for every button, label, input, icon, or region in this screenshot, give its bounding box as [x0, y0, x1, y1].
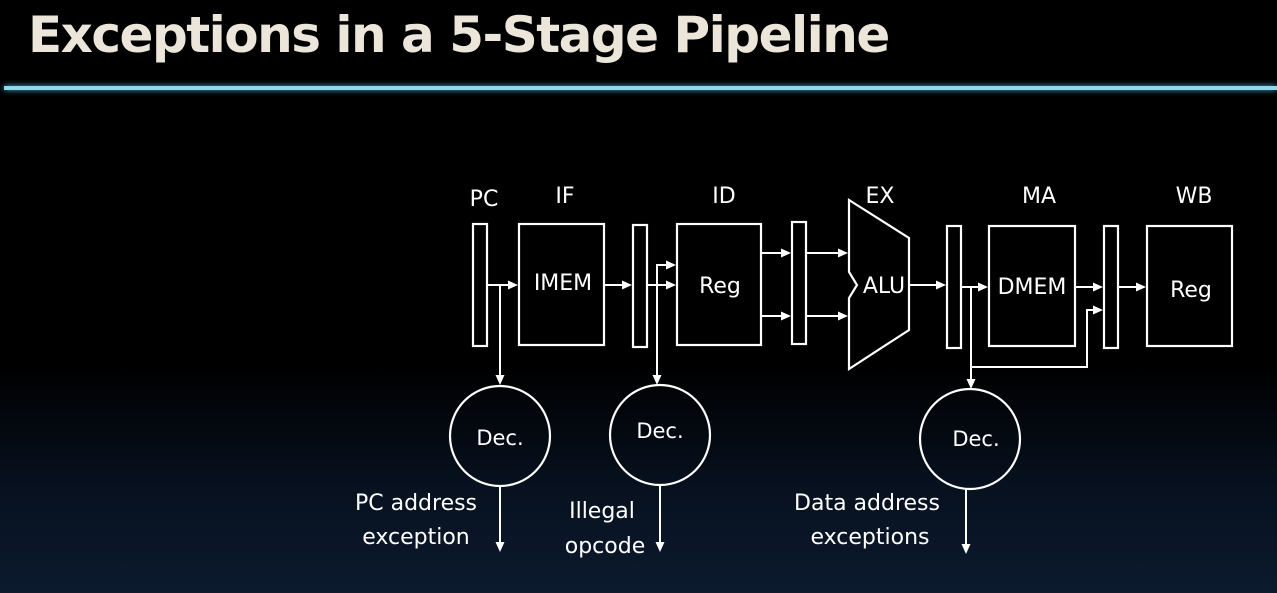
exception-outputs — [495, 485, 971, 554]
stage-label-ma: MA — [1022, 184, 1056, 209]
register-file-wb-block — [1145, 224, 1234, 348]
data-exception-label-line1: Data address — [794, 491, 940, 516]
illegal-opcode-label-line2: opcode — [565, 534, 645, 559]
stage-label-if: IF — [555, 184, 574, 209]
data-exception-label-line2: exceptions — [811, 525, 930, 550]
data-address-decoder — [918, 387, 1022, 491]
register-file-wb-label: Reg — [1170, 278, 1212, 303]
slide-title: Exceptions in a 5-Stage Pipeline — [28, 6, 890, 64]
imem-label: IMEM — [534, 271, 592, 296]
pc-exception-label-line1: PC address — [355, 491, 477, 516]
datapath-wires — [487, 248, 1146, 368]
if-id-register — [631, 223, 649, 349]
id-ex-register — [790, 220, 808, 346]
pc-decoder-label: Dec. — [476, 426, 523, 450]
stage-label-id: ID — [712, 184, 735, 209]
register-file-id-block — [675, 222, 763, 347]
ma-wb-register — [1102, 224, 1120, 350]
illegal-opcode-label-line1: Illegal — [569, 499, 635, 524]
opcode-decoder-label: Dec. — [636, 419, 683, 443]
alu-block — [847, 198, 911, 372]
stage-label-ex: EX — [866, 184, 895, 209]
ex-ma-register — [945, 224, 963, 350]
register-file-id-label: Reg — [699, 274, 741, 299]
alu-label: ALU — [863, 274, 905, 299]
dmem-label: DMEM — [998, 275, 1067, 300]
pc-register — [471, 222, 489, 348]
decoder-taps — [495, 285, 976, 389]
stage-label-wb: WB — [1176, 184, 1213, 209]
title-underline — [4, 86, 1277, 90]
stage-label-pc: PC — [470, 187, 499, 212]
data-address-decoder-label: Dec. — [952, 427, 999, 451]
pc-exception-label-line2: exception — [362, 525, 470, 550]
